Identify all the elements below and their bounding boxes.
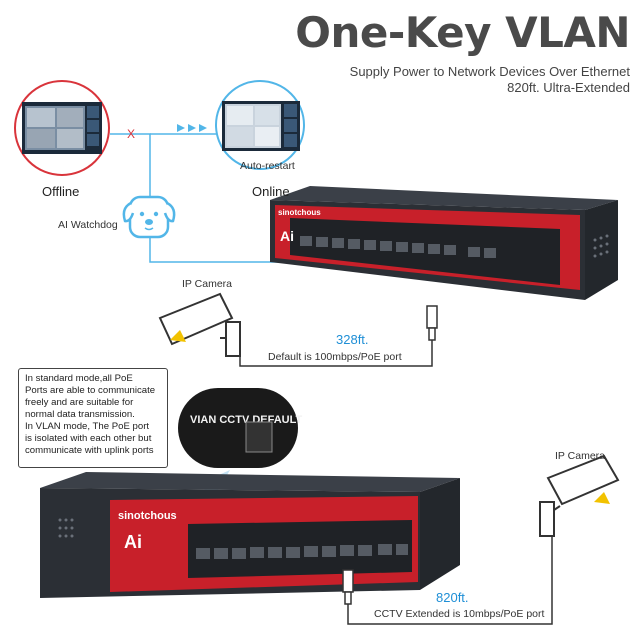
subtitle-line-1: Supply Power to Network Devices Over Eth… (349, 64, 630, 79)
subtitle-line-2: 820ft. Ultra-Extended (507, 80, 630, 95)
forward-arrows-icon (177, 124, 207, 132)
rj45-connector-bottom-icon (342, 569, 354, 605)
ip-camera-bottom-icon (539, 454, 620, 537)
online-monitor (215, 80, 305, 170)
vlan-note-box: In standard mode,all PoE Ports are able … (18, 368, 168, 468)
distance-bottom: 820ft. (436, 590, 469, 605)
speed-note-top: Default is 100mbps/PoE port (268, 351, 402, 363)
offline-label: Offline (42, 184, 80, 199)
switch-top (270, 186, 618, 300)
ip-camera-bottom-label: IP Camera (555, 450, 605, 462)
ai-logo-bottom: Ai (124, 532, 142, 552)
vlan-switch-label: VIAN CCTV DEFAULT (190, 414, 303, 426)
distance-top: 328ft. (336, 332, 369, 347)
note-line: communicate with uplink ports (25, 445, 154, 456)
auto-restart-label: Auto-restart (240, 160, 295, 172)
ai-logo-top: Ai (280, 228, 294, 244)
page-title: One-Key VLAN (295, 8, 630, 57)
switch-bottom (40, 472, 460, 598)
note-line: normal data transmission. (25, 409, 135, 420)
note-line: freely and are suitable for (25, 397, 134, 408)
online-label: Online (252, 184, 290, 199)
note-line: Ports are able to communicate (25, 385, 156, 396)
brand-top: sinotchous (278, 208, 321, 217)
speed-note-bottom: CCTV Extended is 10mbps/PoE port (374, 608, 545, 620)
rj45-connector-top-icon (426, 305, 438, 341)
note-line: In VLAN mode, The PoE port (25, 421, 150, 432)
brand-bottom: sinotchous (118, 510, 177, 522)
dog-watchdog-icon (122, 195, 176, 239)
ip-camera-top-icon (158, 292, 241, 357)
top-diagram (14, 80, 618, 367)
offline-monitor (14, 80, 110, 176)
vlan-switch-zoom (178, 388, 298, 468)
watchdog-label: AI Watchdog (58, 219, 118, 231)
x-mark: X (127, 127, 136, 141)
bottom-diagram (40, 421, 620, 625)
ip-camera-top-label: IP Camera (182, 278, 232, 290)
note-line: In standard mode,all PoE (25, 373, 133, 384)
note-line: is isolated with each other but (25, 433, 152, 444)
